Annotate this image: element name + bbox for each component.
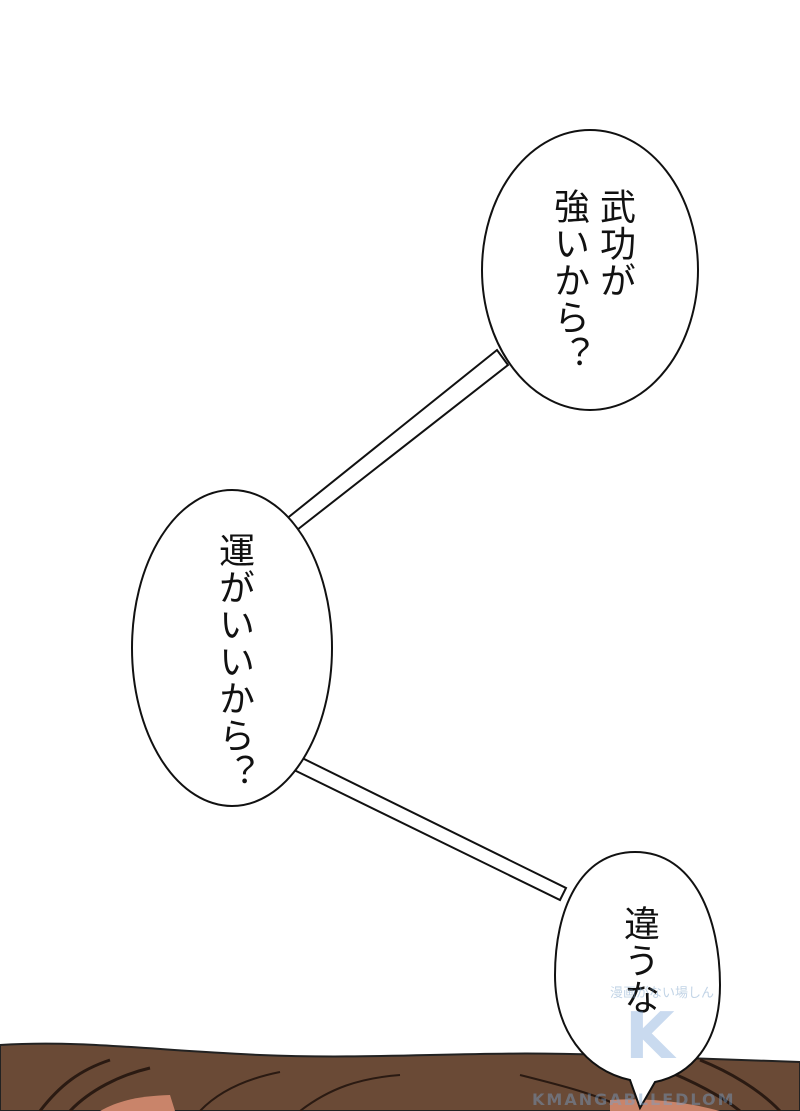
bubble-text-top: 武功が 強いから？ [548, 188, 635, 373]
bubble-text-bottom: 違うな [618, 905, 659, 1016]
bubble-connector-top [283, 348, 510, 532]
watermark-logo: K [625, 1000, 675, 1074]
bubble-text-middle: 運がいいから？ [213, 532, 254, 791]
speech-bubble-middle [131, 489, 333, 807]
speech-bubble-bottom [553, 850, 722, 1111]
watermark-text-bottom: KMANGABLLEDLOM [532, 1090, 736, 1109]
speech-bubble-top [481, 129, 699, 411]
bubble-connector-bottom [288, 753, 568, 902]
watermark-text-top: 漫画がない場しん [610, 986, 715, 1001]
